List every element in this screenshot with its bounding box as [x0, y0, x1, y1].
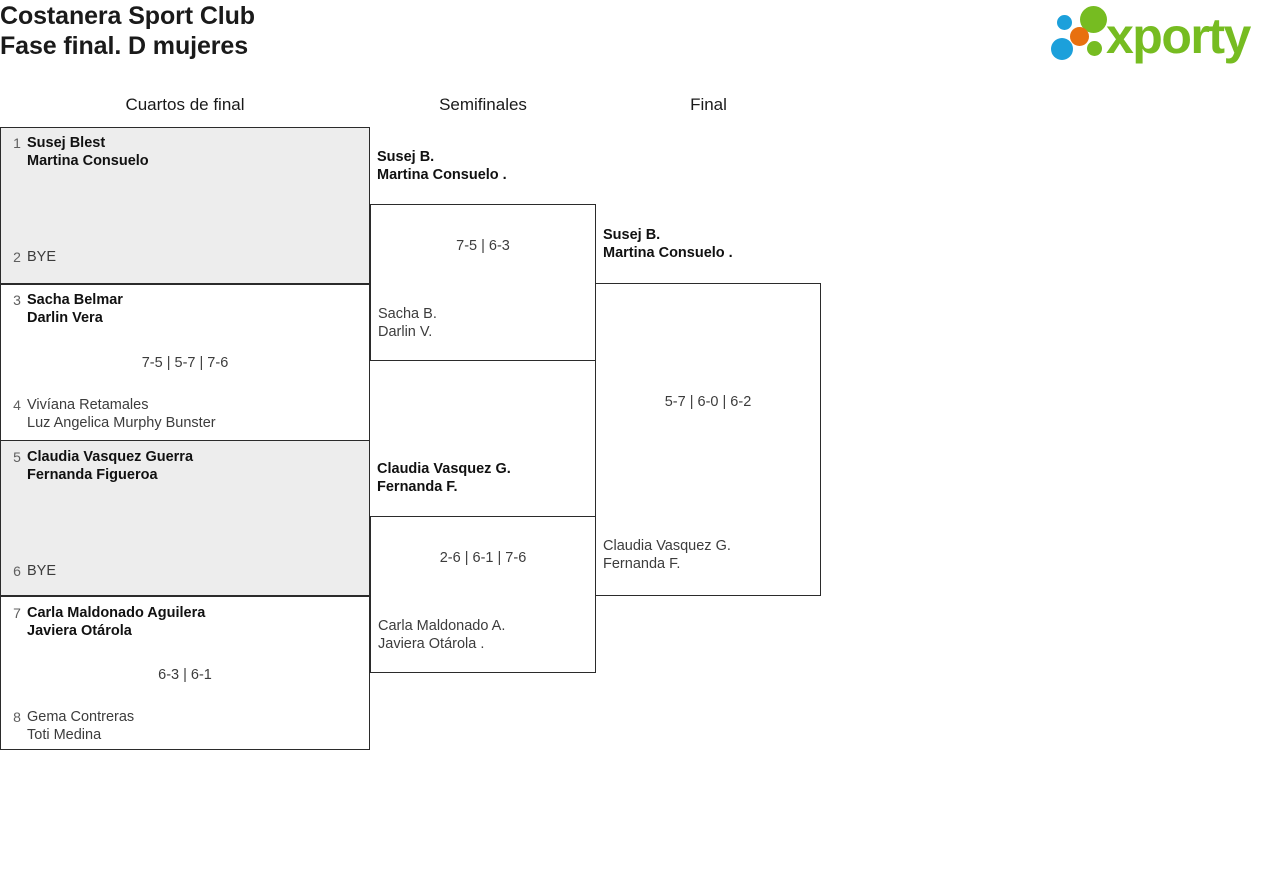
match-qf2[interactable]: 3 Sacha Belmar Darlin Vera 7-5 | 5-7 | 7… — [0, 284, 370, 441]
qf3-top-slot[interactable]: 5 Claudia Vasquez Guerra Fernanda Figuer… — [1, 448, 369, 484]
qf4-bottom-names: Gema Contreras Toti Medina — [27, 709, 135, 743]
dot-green-small — [1087, 41, 1102, 56]
final-top-names: Susej B. Martina Consuelo . — [603, 227, 733, 261]
sf2-top-slot[interactable]: Claudia Vasquez G. Fernanda F. — [370, 460, 596, 496]
round-header-final: Final — [690, 95, 727, 114]
sf2-score: 2-6 | 6-1 | 7-6 — [439, 550, 527, 566]
qf4-score: 6-3 | 6-1 — [158, 667, 212, 683]
round-header-semifinals: Semifinales — [439, 95, 527, 114]
qf1-bottom-seed: 2 — [13, 249, 21, 265]
match-qf4[interactable]: 7 Carla Maldonado Aguilera Javiera Otáro… — [0, 596, 370, 750]
qf4-top-slot[interactable]: 7 Carla Maldonado Aguilera Javiera Otáro… — [1, 604, 369, 640]
club-name: Costanera Sport Club — [0, 2, 255, 30]
match-qf1[interactable]: 1 Susej Blest Martina Consuelo 2 BYE — [0, 127, 370, 284]
match-sf2[interactable]: 2-6 | 6-1 | 7-6 Carla Maldonado A. Javie… — [370, 516, 596, 673]
qf1-bottom-names: BYE — [27, 249, 57, 265]
sf1-bottom-names: Sacha B. Darlin V. — [378, 306, 437, 340]
dot-orange — [1070, 27, 1089, 46]
qf4-top-seed: 7 — [13, 605, 21, 621]
page-header: Costanera Sport Club Fase final. D mujer… — [0, 0, 1280, 86]
qf2-score: 7-5 | 5-7 | 7-6 — [141, 355, 229, 371]
sf1-top-names: Susej B. Martina Consuelo . — [377, 149, 507, 183]
sf1-top-slot[interactable]: Susej B. Martina Consuelo . — [370, 148, 596, 184]
final-bottom-slot[interactable]: Claudia Vasquez G. Fernanda F. — [596, 537, 820, 573]
dot-blue-bottom — [1051, 38, 1073, 60]
page-title: Costanera Sport Club Fase final. D mujer… — [0, 2, 255, 61]
qf3-bottom-names: BYE — [27, 563, 57, 579]
qf2-top-seed: 3 — [13, 292, 21, 308]
qf4-bottom-seed: 8 — [13, 709, 21, 725]
match-sf1[interactable]: 7-5 | 6-3 Sacha B. Darlin V. — [370, 204, 596, 361]
qf2-bottom-names: Vivíana Retamales Luz Angelica Murphy Bu… — [27, 397, 216, 431]
phase-name: Fase final. D mujeres — [0, 31, 248, 60]
logo-wordmark: xporty — [1106, 8, 1251, 64]
sf2-top-names: Claudia Vasquez G. Fernanda F. — [377, 461, 511, 495]
qf2-top-names: Sacha Belmar Darlin Vera — [27, 292, 123, 326]
dot-blue-top — [1057, 15, 1072, 30]
sf2-bottom-names: Carla Maldonado A. Javiera Otárola . — [378, 618, 506, 652]
qf1-top-slot[interactable]: 1 Susej Blest Martina Consuelo — [1, 134, 369, 170]
sf1-score: 7-5 | 6-3 — [456, 238, 510, 254]
qf3-bottom-seed: 6 — [13, 563, 21, 579]
qf2-bottom-seed: 4 — [13, 397, 21, 413]
qf4-bottom-slot[interactable]: 8 Gema Contreras Toti Medina — [1, 708, 369, 744]
qf1-bottom-slot[interactable]: 2 BYE — [1, 248, 369, 266]
final-score: 5-7 | 6-0 | 6-2 — [664, 394, 752, 410]
qf4-top-names: Carla Maldonado Aguilera Javiera Otárola — [27, 605, 206, 639]
qf2-top-slot[interactable]: 3 Sacha Belmar Darlin Vera — [1, 291, 369, 327]
final-bottom-names: Claudia Vasquez G. Fernanda F. — [603, 538, 731, 572]
qf3-bottom-slot[interactable]: 6 BYE — [1, 562, 369, 580]
sf2-bottom-slot[interactable]: Carla Maldonado A. Javiera Otárola . — [371, 617, 595, 653]
round-header-quarterfinals: Cuartos de final — [125, 95, 245, 114]
qf3-top-seed: 5 — [13, 449, 21, 465]
qf1-top-seed: 1 — [13, 135, 21, 151]
final-top-slot[interactable]: Susej B. Martina Consuelo . — [596, 226, 821, 262]
logo-dots-icon — [1049, 4, 1115, 66]
qf1-top-names: Susej Blest Martina Consuelo — [27, 135, 149, 169]
qf2-bottom-slot[interactable]: 4 Vivíana Retamales Luz Angelica Murphy … — [1, 396, 369, 432]
match-qf3[interactable]: 5 Claudia Vasquez Guerra Fernanda Figuer… — [0, 440, 370, 596]
xporty-logo[interactable]: xporty — [1049, 4, 1275, 68]
qf3-top-names: Claudia Vasquez Guerra Fernanda Figueroa — [27, 449, 194, 483]
match-final[interactable]: 5-7 | 6-0 | 6-2 Claudia Vasquez G. Ferna… — [595, 283, 821, 596]
sf1-bottom-slot[interactable]: Sacha B. Darlin V. — [371, 305, 595, 341]
